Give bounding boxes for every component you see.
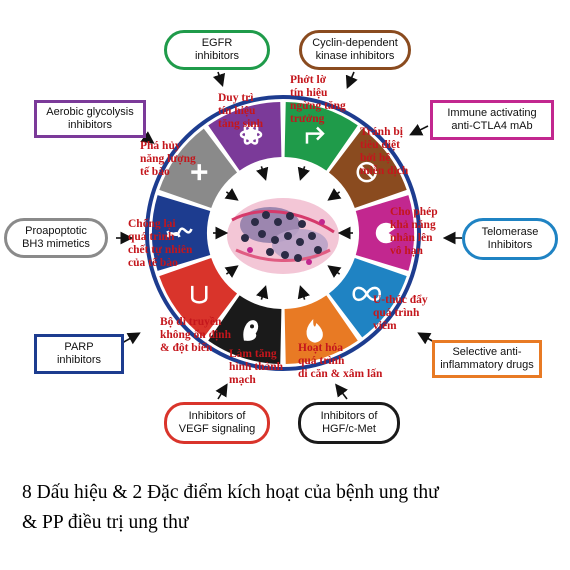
- plus-icon: [191, 164, 208, 181]
- segment-growth-suppressors: [328, 128, 407, 209]
- inward-arrow: [297, 285, 310, 300]
- aerobic-glycolysis-inhibitors-box: Aerobic glycolysis inhibitors: [34, 100, 146, 138]
- egfr-inhibitors-box: EGFR inhibitors: [164, 30, 270, 70]
- hallmark-avoiding-immune-destruction: Tránh bị tiêu diệt bởi hệ miễn dịch: [360, 126, 409, 177]
- prohibit-icon: [356, 161, 377, 183]
- hallmark-tumor-inflammation: U-thúc đẩy quá trình viêm: [373, 294, 428, 332]
- vegf-inhibitors-box: Inhibitors of VEGF signaling: [164, 402, 270, 444]
- hallmark-replicative-immortality: Cho phép khả năng nhân lên vô hạn: [390, 206, 438, 257]
- anti-ctla4-box: Immune activating anti-CTLA4 mAb: [430, 100, 554, 140]
- cell-migration-icon: [243, 320, 259, 341]
- inward-arrow: [297, 166, 310, 181]
- vessel-icon: [191, 285, 208, 304]
- inward-arrows: [213, 166, 353, 300]
- segment-genome-instability: [152, 195, 211, 271]
- arrow-icon: [305, 126, 325, 144]
- hallmark-evading-growth-suppressors: Phớt lờ tín hiệu ngừng tăng trưởng: [290, 74, 346, 125]
- bh3-mimetics-box: Proapoptotic BH3 mimetics: [4, 218, 108, 258]
- inward-arrow: [256, 166, 269, 181]
- hallmark-resisting-cell-death: Chống lại quá trình chết tự nhiên của tế…: [128, 218, 193, 269]
- chromosome-icon: [166, 227, 193, 238]
- inward-arrow: [327, 265, 342, 278]
- inward-arrow: [327, 188, 342, 201]
- anti-inflammatory-drugs-box: Selective anti- inflammatory drugs: [432, 340, 542, 378]
- parp-inhibitors-box: PARP inhibitors: [34, 334, 124, 374]
- pacman-icon: [375, 222, 396, 244]
- infinity-icon: [352, 286, 381, 302]
- hallmark-deregulating-energetics: Phá hủy năng lượng tế bào: [140, 140, 196, 178]
- inward-arrow: [256, 285, 269, 300]
- hallmark-angiogenesis: Làm tăng hình thành mạch: [229, 348, 284, 386]
- atom-icon: [239, 124, 263, 145]
- hallmarks-diagram: [116, 71, 462, 400]
- segment-angiogenesis: [159, 257, 238, 338]
- tumor-illustration: [227, 198, 339, 274]
- figure-caption: 8 Dấu hiệu & 2 Đặc điểm kích hoạt của bệ…: [22, 482, 439, 533]
- cdk-inhibitors-box: Cyclin-dependent kinase inhibitors: [299, 30, 411, 70]
- telomerase-inhibitors-box: Telomerase Inhibitors: [462, 218, 558, 260]
- hallmark-genome-instability: Bộ di truyền không ổn định & đột biến: [160, 316, 231, 354]
- hgf-cmet-inhibitors-box: Inhibitors of HGF/c-Met: [298, 402, 400, 444]
- inward-arrow: [224, 265, 239, 278]
- hallmark-invasion-metastasis: Hoạt hóa quá trình di căn & xâm lấn: [298, 342, 383, 380]
- hallmark-proliferative-signaling: Duy trì tín hiệu tăng sinh: [218, 92, 264, 130]
- flame-icon: [306, 319, 323, 343]
- inward-arrow: [224, 188, 239, 201]
